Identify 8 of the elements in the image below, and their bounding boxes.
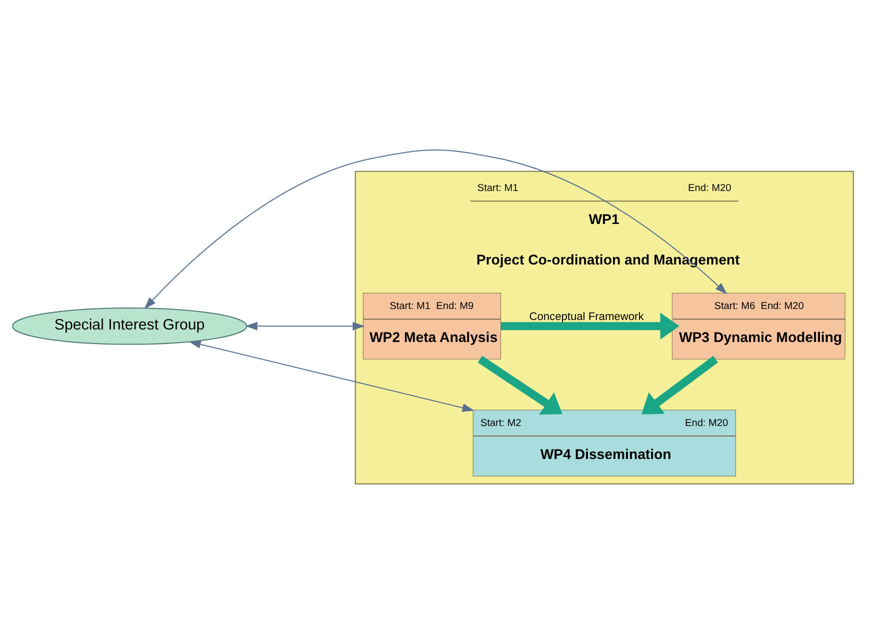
arrow bbox=[500, 312, 680, 340]
arrow bbox=[245, 321, 365, 330]
arrow bbox=[478, 355, 562, 414]
arrow bbox=[144, 149, 728, 309]
node-ellipse: Special Interest Group bbox=[12, 306, 248, 344]
edge-label: Conceptual Framework bbox=[529, 310, 644, 322]
arrow bbox=[641, 355, 718, 414]
arrow bbox=[188, 340, 474, 412]
